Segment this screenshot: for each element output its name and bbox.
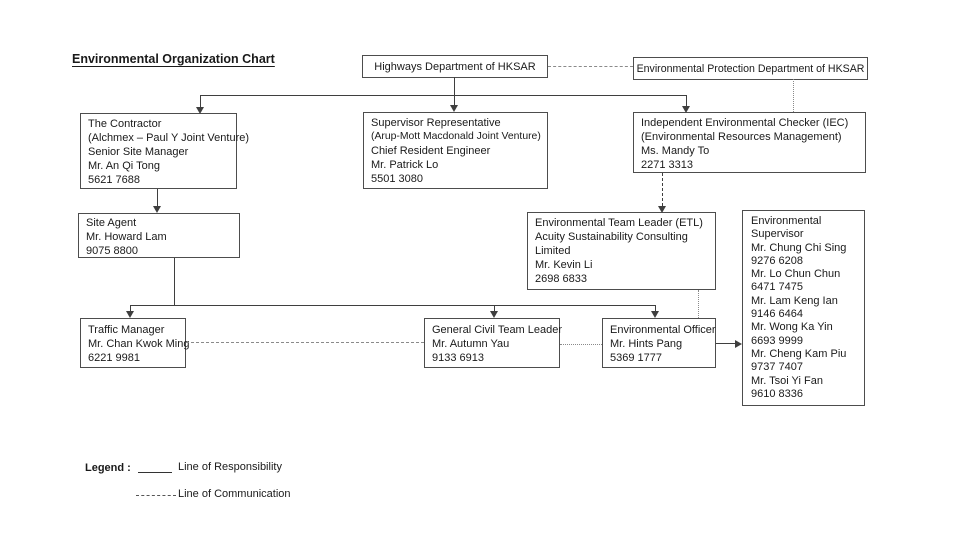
box-highways-department: Highways Department of HKSAR [362, 55, 548, 78]
connector-responsibility-bottom-branch [130, 305, 655, 306]
connector-responsibility-siteagent-down [174, 258, 175, 305]
text-line: 9737 7407 [751, 361, 803, 374]
text-line: (Alchmex – Paul Y Joint Venture) [88, 132, 250, 144]
connector-communication-traffic-civil [186, 342, 424, 343]
text-line: Environmental [751, 215, 822, 227]
arrowhead-supervisor-rep [450, 105, 458, 112]
connector-responsibility-contractor-siteagent [157, 189, 158, 206]
connector-communication-epd-iec [793, 79, 794, 112]
text-line: Environmental Team Leader (ETL) [535, 217, 703, 229]
text-line: Mr. Tsoi Yi Fan [751, 374, 823, 387]
text-line: Senior Site Manager [88, 146, 189, 158]
box-supervisor-representative: Supervisor Representative (Arup-Mott Mac… [363, 112, 548, 189]
box-environmental-supervisor: Environmental Supervisor Mr. Chung Chi S… [742, 210, 865, 406]
connector-responsibility-envofficer-envsupervisor [716, 343, 736, 344]
text-line: Site Agent [86, 217, 137, 229]
box-site-agent: Site Agent Mr. Howard Lam 9075 8800 [78, 213, 240, 258]
text-line: 5621 7688 [88, 174, 140, 186]
text-line: Highways Department of HKSAR [374, 60, 536, 73]
text-line: Independent Environmental Checker (IEC) [641, 117, 849, 129]
connector-responsibility-branch-iec [686, 95, 687, 106]
text-line: (Environmental Resources Management) [641, 131, 842, 143]
text-line: Mr. Wong Ka Yin [751, 321, 833, 334]
text-line: Chief Resident Engineer [371, 145, 491, 157]
text-line: 9276 6208 [751, 254, 803, 267]
text-line: Mr. Howard Lam [86, 231, 167, 243]
text-line: Mr. An Qi Tong [88, 160, 160, 172]
arrowhead-contractor [196, 107, 204, 114]
arrowhead-environmental-supervisor [735, 340, 742, 348]
legend-solid-line-sample [138, 472, 172, 473]
text-line: Mr. Patrick Lo [371, 159, 439, 171]
legend-communication-label: Line of Communication [178, 488, 291, 500]
connector-responsibility-branch-traffic [130, 305, 131, 311]
text-line: Environmental Protection Department of H… [636, 62, 865, 75]
text-line: Ms. Mandy To [641, 145, 710, 157]
connector-communication-civil-envofficer [560, 344, 602, 345]
text-line: 9146 6464 [751, 308, 803, 321]
box-environmental-protection-department: Environmental Protection Department of H… [633, 57, 868, 80]
connector-responsibility-branch-envofficer [655, 305, 656, 311]
text-line: 6471 7475 [751, 281, 803, 294]
text-line: The Contractor [88, 118, 162, 130]
text-line: Mr. Kevin Li [535, 259, 593, 271]
box-environmental-team-leader: Environmental Team Leader (ETL) Acuity S… [527, 212, 716, 290]
arrowhead-traffic-manager [126, 311, 134, 318]
page-title: Environmental Organization Chart [72, 52, 275, 66]
box-contractor: The Contractor (Alchmex – Paul Y Joint V… [80, 113, 250, 189]
text-line: General Civil Team Leader [432, 324, 563, 336]
text-line: Mr. Autumn Yau [432, 338, 510, 350]
text-line: Environmental Officer [610, 324, 716, 336]
box-independent-environmental-checker: Independent Environmental Checker (IEC) … [633, 112, 866, 173]
text-line: Supervisor [751, 228, 804, 241]
text-line: Supervisor Representative [371, 117, 501, 129]
text-line: Mr. Chung Chi Sing [751, 241, 847, 254]
text-line: 5369 1777 [610, 352, 662, 364]
text-line: 9610 8336 [751, 387, 803, 400]
box-environmental-officer: Environmental Officer Mr. Hints Pang 536… [602, 318, 716, 368]
text-line: 6693 9999 [751, 334, 803, 347]
text-line: Traffic Manager [88, 324, 165, 336]
legend-dashed-line-sample [136, 495, 176, 496]
text-line: 6221 9981 [88, 352, 140, 364]
connector-responsibility-top-branch [200, 95, 686, 96]
connector-responsibility-highways-down [454, 77, 455, 105]
arrowhead-iec [682, 106, 690, 113]
text-line: Mr. Cheng Kam Piu [751, 347, 847, 360]
box-traffic-manager: Traffic Manager Mr. Chan Kwok Ming 6221 … [80, 318, 190, 368]
arrowhead-site-agent [153, 206, 161, 213]
text-line: Limited [535, 245, 571, 257]
text-line: Mr. Lo Chun Chun [751, 268, 841, 281]
text-line: 9075 8800 [86, 245, 138, 257]
legend-title: Legend : [85, 462, 131, 474]
connector-communication-etl-envofficer [698, 290, 699, 318]
text-line: Mr. Chan Kwok Ming [88, 338, 190, 350]
connector-responsibility-branch-civil [494, 305, 495, 311]
arrowhead-civil-team-leader [490, 311, 498, 318]
text-line: Acuity Sustainability Consulting [535, 231, 688, 243]
connector-communication-highways-epd [548, 66, 633, 67]
text-line: Mr. Hints Pang [610, 338, 683, 350]
text-line: 9133 6913 [432, 352, 484, 364]
text-line: 2271 3313 [641, 159, 693, 171]
text-line: (Arup-Mott Macdonald Joint Venture) [371, 131, 541, 142]
arrowhead-environmental-officer [651, 311, 659, 318]
box-general-civil-team-leader: General Civil Team Leader Mr. Autumn Yau… [424, 318, 563, 368]
connector-communication-iec-etl [662, 173, 663, 206]
text-line: Mr. Lam Keng Ian [751, 294, 838, 307]
arrowhead-iec-etl [658, 206, 666, 213]
text-line: 5501 3080 [371, 173, 423, 185]
text-line: 2698 6833 [535, 273, 587, 285]
connector-responsibility-branch-contractor [200, 95, 201, 107]
legend-responsibility-label: Line of Responsibility [178, 461, 282, 473]
